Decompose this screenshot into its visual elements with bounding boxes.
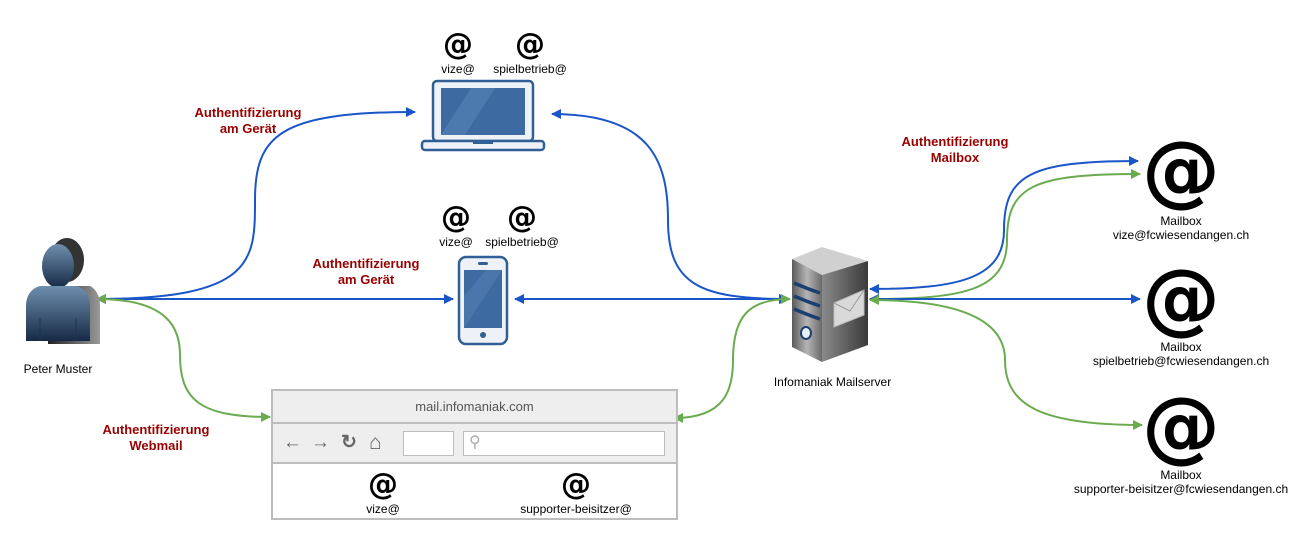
auth-label-laptop: Authentifizierung am Gerät xyxy=(178,105,318,137)
mailbox-title: Mailbox xyxy=(1160,468,1202,482)
auth-label-phone: Authentifizierung am Gerät xyxy=(296,256,436,288)
browser-toolbar: ← → ↻ ⌂ ⚲ xyxy=(273,424,676,464)
connector-laptop-server xyxy=(551,109,789,304)
mailbox-address: vize@fcwiesendangen.ch xyxy=(1112,228,1250,242)
back-arrow-icon[interactable]: ← xyxy=(283,432,302,453)
at-icon: @ xyxy=(441,200,471,235)
phone-account-label: vize@ xyxy=(439,235,473,249)
connector-person-laptop xyxy=(96,107,416,304)
person-name-label: Peter Muster xyxy=(23,362,93,376)
browser-url-title: mail.infomaniak.com xyxy=(273,391,676,424)
mailbox-address: supporter-beisitzer@fcwiesendangen.ch xyxy=(1073,482,1289,496)
at-icon: @ xyxy=(561,467,591,502)
at-icon: @ xyxy=(1142,126,1220,216)
mail-server-icon xyxy=(792,247,868,362)
search-icon: ⚲ xyxy=(469,434,481,451)
auth-label-line: Mailbox xyxy=(930,150,980,165)
at-icon: @ xyxy=(443,27,473,62)
auth-label-webmail: Authentifizierung Webmail xyxy=(86,422,226,454)
connector-person-browser xyxy=(96,294,271,422)
webmail-account-label: supporter-beisitzer@ xyxy=(520,502,632,516)
mailbox-title: Mailbox xyxy=(1160,340,1202,354)
webmail-browser-window: mail.infomaniak.com ← → ↻ ⌂ ⚲ @ vize@ @ … xyxy=(271,389,678,520)
person-icon xyxy=(26,238,100,344)
phone-account-label: spielbetrieb@ xyxy=(485,235,559,249)
auth-label-line: Webmail xyxy=(129,438,183,453)
auth-label-line: am Gerät xyxy=(219,121,277,136)
at-icon: @ xyxy=(515,27,545,62)
at-icon: @ xyxy=(368,467,398,502)
auth-label-line: Authentifizierung xyxy=(901,134,1009,149)
mailbox-address: spielbetrieb@fcwiesendangen.ch xyxy=(1092,354,1270,368)
at-icon: @ xyxy=(1142,382,1220,472)
auth-label-mailbox: Authentifizierung Mailbox xyxy=(885,134,1025,166)
auth-label-line: am Gerät xyxy=(337,272,395,287)
auth-label-line: Authentifizierung xyxy=(102,422,210,437)
server-name-label: Infomaniak Mailserver xyxy=(773,375,892,389)
laptop-icon xyxy=(420,79,546,152)
at-icon: @ xyxy=(507,200,537,235)
browser-content: @ vize@ @ supporter-beisitzer@ xyxy=(273,464,676,522)
connector-browser-server xyxy=(673,294,791,423)
connectors xyxy=(96,107,1143,430)
mailbox-title: Mailbox xyxy=(1160,214,1202,228)
smartphone-icon xyxy=(457,255,509,346)
connector-server-mailbox-supporter xyxy=(869,295,1143,430)
laptop-account-label: spielbetrieb@ xyxy=(493,62,567,76)
auth-label-line: Authentifizierung xyxy=(194,105,302,120)
home-icon[interactable]: ⌂ xyxy=(369,431,382,454)
at-icon: @ xyxy=(1142,254,1220,344)
browser-address-field[interactable] xyxy=(403,431,454,456)
webmail-account-label: vize@ xyxy=(366,502,400,516)
reload-icon[interactable]: ↻ xyxy=(341,432,357,453)
browser-search-field[interactable]: ⚲ xyxy=(463,431,665,456)
forward-arrow-icon[interactable]: → xyxy=(311,432,330,453)
laptop-account-label: vize@ xyxy=(441,62,475,76)
auth-label-line: Authentifizierung xyxy=(312,256,420,271)
